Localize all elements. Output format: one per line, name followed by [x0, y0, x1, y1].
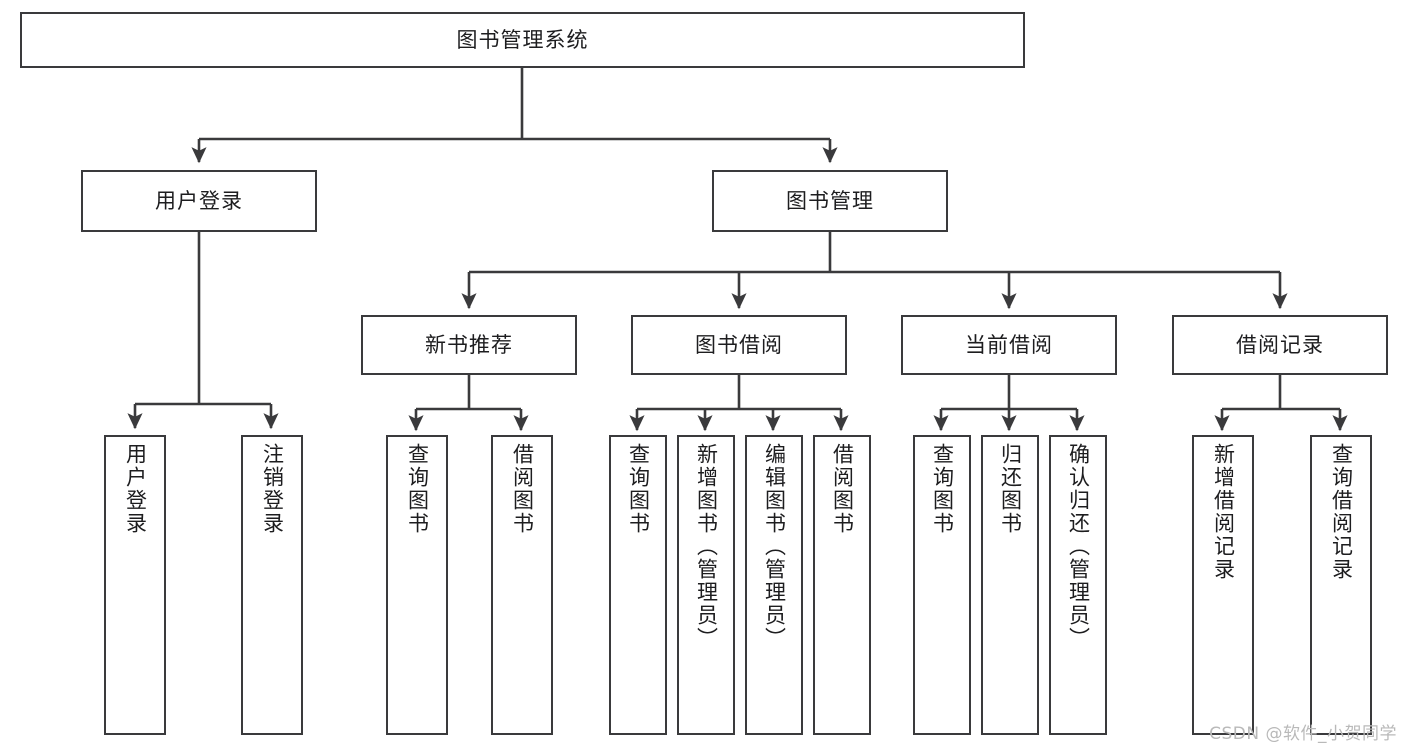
leaf-label: 借阅图书 — [830, 443, 855, 535]
leaf-label: 查询图书 — [930, 443, 955, 535]
leaf-return-book[interactable]: 归还图书 — [981, 435, 1039, 735]
leaf-query-book-borrow[interactable]: 查询图书 — [609, 435, 667, 735]
node-label: 图书管理系统 — [456, 27, 589, 52]
leaf-label: 查询借阅记录 — [1329, 443, 1354, 581]
leaf-query-borrow-record[interactable]: 查询借阅记录 — [1310, 435, 1372, 735]
node-borrowing-record[interactable]: 借阅记录 — [1172, 315, 1388, 375]
leaf-logout[interactable]: 注销登录 — [241, 435, 303, 735]
watermark: CSDN @软件_小贺同学 — [1209, 724, 1397, 744]
node-label: 新书推荐 — [425, 332, 513, 357]
leaf-confirm-return-admin[interactable]: 确认归还（管理员） — [1049, 435, 1107, 735]
node-user-login[interactable]: 用户登录 — [81, 170, 317, 232]
leaf-borrow-book-new[interactable]: 借阅图书 — [491, 435, 553, 735]
leaf-label: 查询图书 — [626, 443, 651, 535]
node-root-book-management-system[interactable]: 图书管理系统 — [20, 12, 1025, 68]
leaf-label: 归还图书 — [998, 443, 1023, 535]
node-label: 当前借阅 — [965, 332, 1053, 357]
leaf-label: 确认归还（管理员） — [1066, 443, 1091, 650]
node-label: 图书管理 — [786, 188, 874, 213]
leaf-edit-book-admin[interactable]: 编辑图书（管理员） — [745, 435, 803, 735]
node-book-borrowing[interactable]: 图书借阅 — [631, 315, 847, 375]
leaf-add-book-admin[interactable]: 新增图书（管理员） — [677, 435, 735, 735]
leaf-label: 用户登录 — [123, 443, 148, 535]
node-label: 借阅记录 — [1236, 332, 1324, 357]
leaf-query-book-new[interactable]: 查询图书 — [386, 435, 448, 735]
leaf-query-book-current[interactable]: 查询图书 — [913, 435, 971, 735]
leaf-label: 编辑图书（管理员） — [762, 443, 787, 650]
node-label: 用户登录 — [155, 188, 243, 213]
node-current-borrowing[interactable]: 当前借阅 — [901, 315, 1117, 375]
node-book-management[interactable]: 图书管理 — [712, 170, 948, 232]
leaf-label: 注销登录 — [260, 443, 285, 535]
node-new-book-recommendation[interactable]: 新书推荐 — [361, 315, 577, 375]
leaf-label: 新增借阅记录 — [1211, 443, 1236, 581]
node-label: 图书借阅 — [695, 332, 783, 357]
leaf-label: 新增图书（管理员） — [694, 443, 719, 650]
leaf-add-borrow-record[interactable]: 新增借阅记录 — [1192, 435, 1254, 735]
leaf-label: 借阅图书 — [510, 443, 535, 535]
leaf-user-login[interactable]: 用户登录 — [104, 435, 166, 735]
leaf-label: 查询图书 — [405, 443, 430, 535]
leaf-borrow-book[interactable]: 借阅图书 — [813, 435, 871, 735]
